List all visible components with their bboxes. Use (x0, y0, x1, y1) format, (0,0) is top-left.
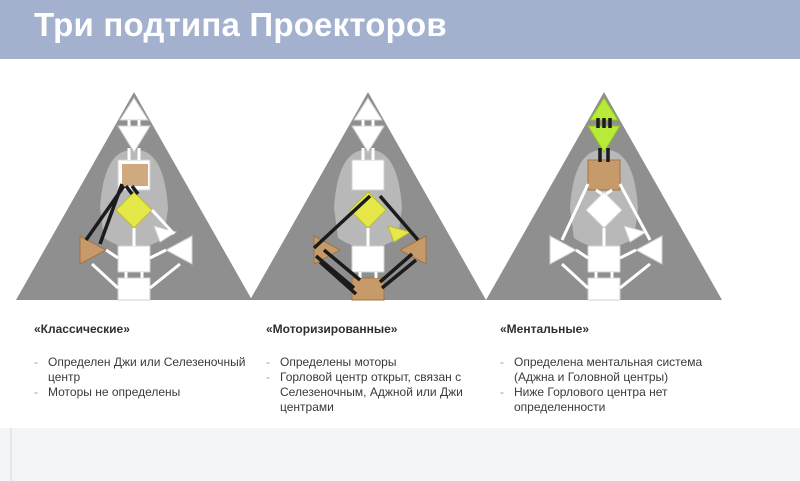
footer-strip (0, 428, 800, 481)
list-item: Ниже Горлового центра нет определенности (500, 385, 730, 415)
bodygraph-motorized (248, 88, 488, 303)
header-bar: Три подтипа Проекторов (0, 0, 800, 59)
bullet-list: Определены моторы Горловой центр открыт,… (266, 355, 496, 415)
bullet-list: Определена ментальная система (Аджна и Г… (500, 355, 730, 415)
column-mental: «Ментальные» Определена ментальная систе… (500, 322, 730, 415)
bodygraph-mental (484, 88, 724, 303)
list-item: Определены моторы (266, 355, 496, 370)
page-title: Три подтипа Проекторов (34, 6, 447, 43)
bodygraph-mental-svg (486, 92, 722, 301)
column-title: «Моторизированные» (266, 322, 398, 336)
bullet-list: Определен Джи или Селезеночный центр Мот… (34, 355, 264, 400)
list-item: Моторы не определены (34, 385, 264, 400)
bodygraph-classic (14, 88, 254, 303)
list-item: Определен Джи или Селезеночный центр (34, 355, 264, 385)
bodygraph-classic-svg (16, 92, 252, 301)
list-item: Горловой центр открыт, связан с Селезено… (266, 370, 496, 415)
column-title: «Классические» (34, 322, 130, 336)
column-motorized: «Моторизированные» Определены моторы Гор… (266, 322, 496, 415)
column-title: «Ментальные» (500, 322, 589, 336)
column-classic: «Классические» Определен Джи или Селезен… (34, 322, 264, 400)
footer-divider (10, 428, 12, 481)
bodygraph-motorized-svg (250, 92, 486, 301)
list-item: Определена ментальная система (Аджна и Г… (500, 355, 730, 385)
